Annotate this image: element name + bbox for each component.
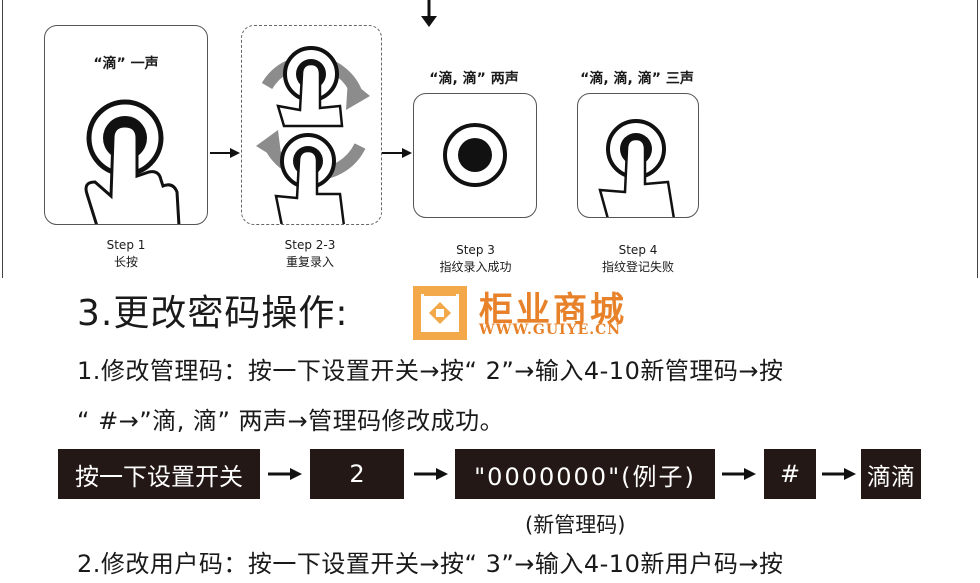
step3-label-en: Step 3	[456, 243, 495, 257]
right-frame-line	[977, 0, 978, 278]
step1-label: Step 1 长按	[86, 237, 166, 271]
flow-step-key-hash: #	[764, 449, 816, 499]
step1-label-zh: 长按	[113, 255, 138, 269]
flow-note: (新管理码)	[525, 513, 626, 537]
step4-label-zh: 指纹登记失败	[601, 260, 674, 274]
step2-label-zh: 重复录入	[285, 255, 334, 269]
step2-label: Step 2-3 重复录入	[270, 237, 350, 271]
flow-step-press-switch: 按一下设置开关	[58, 449, 260, 499]
step1-box: “滴” 一声	[44, 25, 208, 225]
instruction-line-3: 2.修改用户码：按一下设置开关→按“ 3”→输入4-10新用户码→按	[77, 550, 784, 578]
finger-press-icon	[84, 99, 181, 224]
step4-caption: “滴, 滴, 滴” 三声	[580, 71, 694, 87]
repeat-press-icon	[256, 46, 370, 224]
left-frame-line	[2, 0, 3, 278]
step4-label-en: Step 4	[618, 243, 658, 257]
fingerprint-sensor-icon	[443, 123, 507, 187]
right-arrow-icon	[382, 148, 412, 158]
step3-box	[413, 93, 537, 218]
step1-caption: “滴” 一声	[93, 56, 159, 72]
instruction-line-1: 1.修改管理码：按一下设置开关→按“ 2”→输入4-10新管理码→按	[77, 357, 784, 385]
step1-label-en: Step 1	[106, 238, 146, 252]
flow-step-new-code: "0000000"(例子)	[455, 449, 715, 499]
right-arrow-icon	[210, 148, 240, 158]
right-arrow-icon	[722, 468, 756, 480]
finger-press-icon	[598, 119, 675, 217]
logo-emblem-icon	[413, 286, 467, 340]
section-title: 3.更改密码操作:	[77, 293, 349, 334]
step3-label-zh: 指纹录入成功	[439, 260, 512, 274]
logo-url: WWW.GUIYE.CN	[479, 322, 622, 338]
step4-box	[577, 93, 699, 218]
right-arrow-icon	[822, 468, 856, 480]
down-arrow-icon	[421, 0, 437, 27]
flow-step-beep: 滴滴	[861, 449, 921, 499]
flow-step-key-2: 2	[310, 449, 404, 499]
instruction-line-2: “ #→”滴, 滴” 两声→管理码修改成功。	[77, 407, 505, 435]
step2-label-en: Step 2-3	[284, 238, 336, 252]
step4-label: Step 4 指纹登记失败	[588, 242, 688, 276]
step3-label: Step 3 指纹录入成功	[428, 242, 523, 276]
right-arrow-icon	[268, 468, 302, 480]
step3-caption: “滴, 滴” 两声	[429, 71, 519, 87]
step2-box	[241, 25, 382, 225]
right-arrow-icon	[414, 468, 448, 480]
logo-name: 柜业商城	[479, 290, 627, 330]
brand-logo: 柜业商城 WWW.GUIYE.CN	[411, 284, 651, 344]
